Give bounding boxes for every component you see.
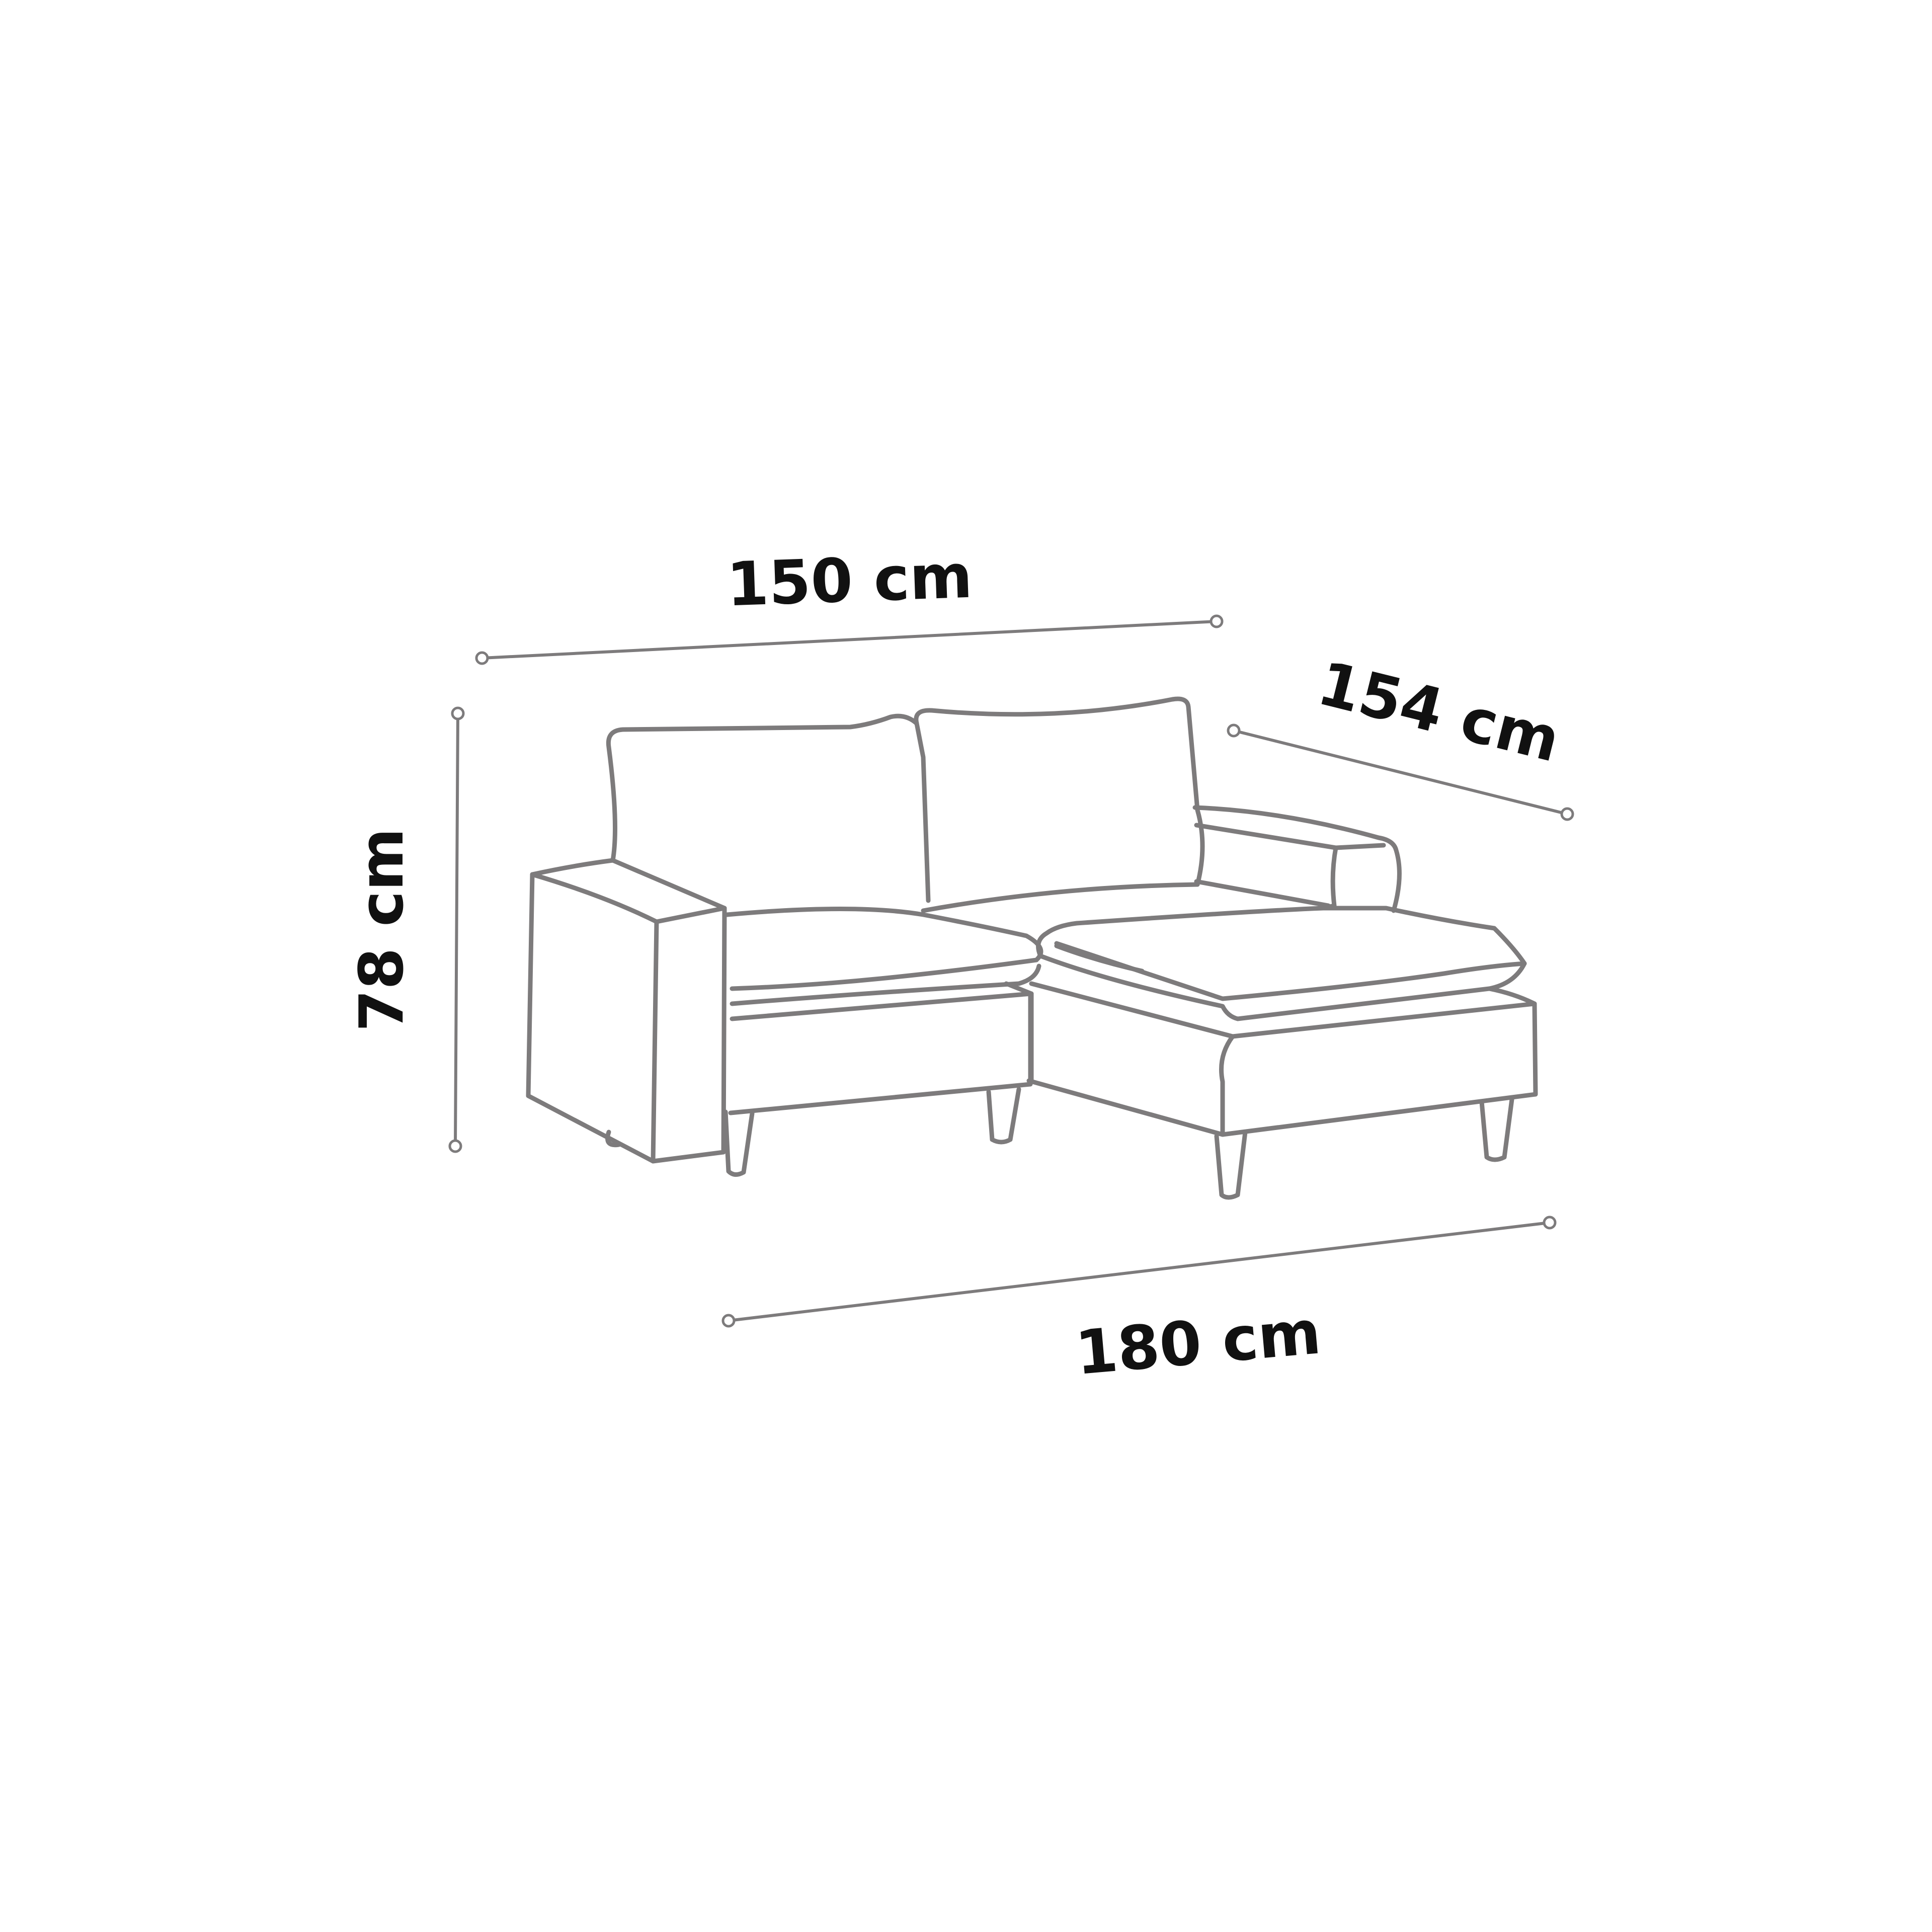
dimension-height: 78 cm: [347, 706, 465, 1153]
left-arm: [530, 858, 727, 924]
left-seat-cushion: [725, 907, 1043, 962]
dimension-label-depth: 154 cm: [1311, 649, 1567, 776]
leg-front-left: [723, 1109, 755, 1177]
right-back-cushion: [914, 696, 1205, 887]
dimension-depth: 154 cm: [1227, 649, 1574, 821]
leg-chaise-right: [1479, 1097, 1514, 1162]
dimension-top-width: 150 cm: [475, 542, 1224, 665]
leg-chaise-front: [1214, 1130, 1248, 1200]
chaise-base: [1026, 981, 1538, 1137]
dimension-label-height: 78 cm: [347, 828, 417, 1032]
dimension-bottom-width: 180 cm: [721, 1216, 1557, 1389]
dimension-label-top-width: 150 cm: [726, 542, 974, 620]
sofa-drawing: [526, 696, 1538, 1200]
right-arm: [1192, 805, 1402, 913]
leg-front-middle: [986, 1087, 1021, 1145]
dimension-label-bottom-width: 180 cm: [1073, 1298, 1324, 1389]
left-base: [728, 991, 1033, 1115]
left-back-cushion: [606, 713, 919, 863]
chaise-cushion: [1036, 906, 1527, 966]
